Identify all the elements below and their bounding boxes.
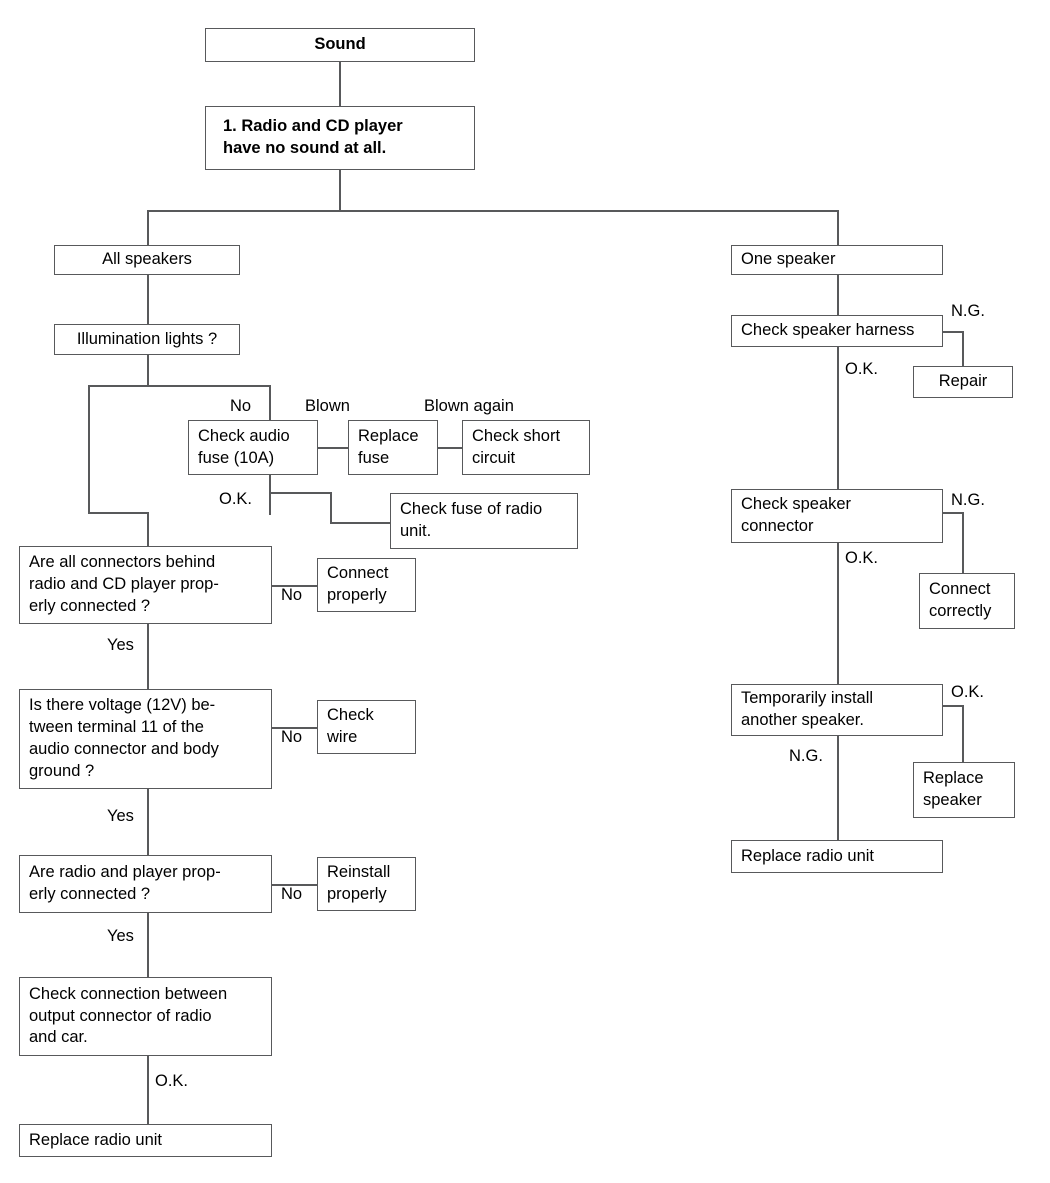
edge-replace-to-short <box>438 447 462 449</box>
node-replace-radio-unit-right: Replace radio unit <box>731 840 943 873</box>
node-one-speaker: One speaker <box>731 245 943 275</box>
edge-illumination-yes-leg <box>88 385 90 513</box>
label-harness-ng: N.G. <box>951 302 985 320</box>
edge-radio-player-no <box>272 884 317 886</box>
node-check-fuse-of-radio-unit: Check fuse of radio unit. <box>390 493 578 549</box>
edge-to-connectors-question <box>147 512 149 546</box>
node-check-output-connection: Check connection between output connecto… <box>19 977 272 1056</box>
label-voltage-yes: Yes <box>107 807 134 825</box>
node-symptom: 1. Radio and CD player have no sound at … <box>205 106 475 170</box>
edge-all-speakers-to-illumination <box>147 275 149 324</box>
edge-one-speaker-to-harness <box>837 275 839 315</box>
node-voltage-question: Is there voltage (12V) be- tween termina… <box>19 689 272 789</box>
node-connectors-question: Are all connectors behind radio and CD p… <box>19 546 272 624</box>
edge-harness-ok <box>837 347 839 490</box>
node-replace-radio-unit-left: Replace radio unit <box>19 1124 272 1157</box>
edge-fuse-ok-v <box>330 492 332 523</box>
edge-radio-player-yes <box>147 913 149 977</box>
edge-speaker-connector-ok <box>837 543 839 684</box>
edge-illumination-fork-bar <box>88 385 271 387</box>
label-fuse-blown: Blown <box>305 397 350 415</box>
edge-voltage-yes <box>147 789 149 855</box>
edge-temp-install-ok-v <box>962 705 964 762</box>
label-speaker-connector-ok: O.K. <box>845 549 879 567</box>
label-temp-install-ok: O.K. <box>951 683 985 701</box>
node-check-audio-fuse: Check audio fuse (10A) <box>188 420 318 475</box>
edge-sound-to-symptom <box>339 62 341 106</box>
edge-illumination-yes-join <box>88 512 148 514</box>
edge-output-ok <box>147 1056 149 1124</box>
label-voltage-no: No <box>281 728 303 746</box>
node-reinstall-properly: Reinstall properly <box>317 857 416 911</box>
node-connect-properly: Connect properly <box>317 558 416 612</box>
label-output-ok: O.K. <box>155 1072 189 1090</box>
edge-speaker-connector-ng-v <box>962 512 964 573</box>
edge-symptom-down <box>339 170 341 211</box>
edge-fuse-ok-h2 <box>330 522 390 524</box>
edge-temp-install-ng <box>837 736 839 840</box>
label-radio-player-yes: Yes <box>107 927 134 945</box>
label-connectors-no: No <box>281 586 303 604</box>
edge-fuse-ok-h1 <box>269 492 331 494</box>
label-illumination-no: No <box>230 397 252 415</box>
edge-connectors-no <box>272 585 317 587</box>
edge-split-left <box>147 210 149 246</box>
node-repair: Repair <box>913 366 1013 398</box>
node-check-speaker-connector: Check speaker connector <box>731 489 943 543</box>
label-fuse-ok: O.K. <box>219 490 253 508</box>
edge-temp-install-ok-h <box>943 705 964 707</box>
node-temporarily-install-speaker: Temporarily install another speaker. <box>731 684 943 736</box>
node-illumination-lights: Illumination lights ? <box>54 324 240 355</box>
node-replace-fuse: Replace fuse <box>348 420 438 475</box>
edge-speaker-connector-ng-h <box>943 512 964 514</box>
label-harness-ok: O.K. <box>845 360 879 378</box>
edge-harness-ng-h <box>943 331 964 333</box>
node-sound: Sound <box>205 28 475 62</box>
edge-harness-ng-v <box>962 331 964 366</box>
edge-illumination-down <box>147 355 149 386</box>
node-check-speaker-harness: Check speaker harness <box>731 315 943 347</box>
node-all-speakers: All speakers <box>54 245 240 275</box>
edge-split-bar <box>147 210 838 212</box>
label-radio-player-no: No <box>281 885 303 903</box>
label-temp-install-ng: N.G. <box>789 747 823 765</box>
node-connect-correctly: Connect correctly <box>919 573 1015 629</box>
edge-split-right <box>837 210 839 246</box>
node-check-short-circuit: Check short circuit <box>462 420 590 475</box>
node-check-wire: Check wire <box>317 700 416 754</box>
label-speaker-connector-ng: N.G. <box>951 491 985 509</box>
edge-fuse-to-replace <box>318 447 348 449</box>
node-radio-player-question: Are radio and player prop- erly connecte… <box>19 855 272 913</box>
edge-voltage-no <box>272 727 317 729</box>
label-connectors-yes: Yes <box>107 636 134 654</box>
edge-connectors-yes <box>147 624 149 689</box>
node-replace-speaker: Replace speaker <box>913 762 1015 818</box>
label-fuse-blown-again: Blown again <box>424 397 514 415</box>
